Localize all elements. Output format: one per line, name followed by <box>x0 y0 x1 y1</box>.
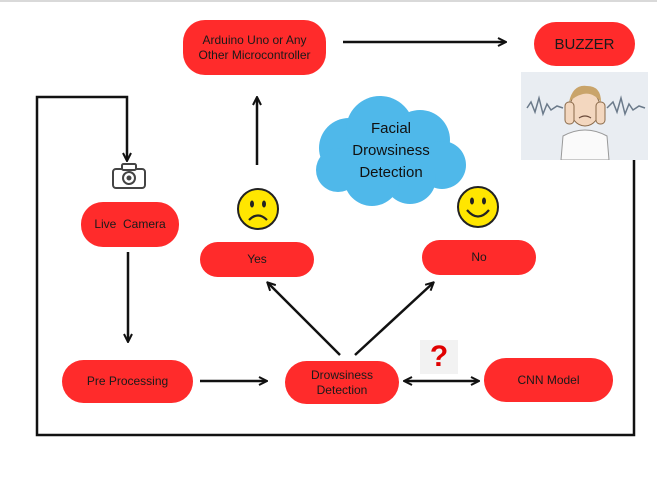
cloud-title-line-3: Detection <box>359 164 423 181</box>
cloud-title-line-1: Facial <box>370 120 411 137</box>
buzzer-image <box>521 72 648 160</box>
cloud-title-line-2: Drowsiness <box>352 142 430 159</box>
sad-face-icon <box>236 187 280 236</box>
node-no: No <box>422 240 536 275</box>
feedback-loop-line <box>35 95 636 437</box>
question-mark: ? <box>420 340 458 374</box>
node-buzzer: BUZZER <box>534 22 635 66</box>
node-arduino-line-2: Other Microcontroller <box>198 47 311 62</box>
node-cnn-model-label: CNN Model <box>517 372 580 387</box>
node-buzzer-label: BUZZER <box>554 35 615 53</box>
node-no-label: No <box>471 250 487 264</box>
arrow-detection-to-yes <box>268 283 341 356</box>
arrow-detection-to-no <box>354 283 433 356</box>
camera-icon <box>111 162 147 195</box>
node-yes: Yes <box>200 242 314 277</box>
happy-face-icon <box>456 185 500 234</box>
node-pre-processing: Pre Processing <box>62 360 193 403</box>
top-divider <box>0 0 657 2</box>
node-arduino: Arduino Uno or Any Other Microcontroller <box>183 20 326 75</box>
node-drowsiness-detection: Drowsiness Detection <box>285 361 399 404</box>
cloud-shape <box>316 96 466 206</box>
node-arduino-line-1: Arduino Uno or Any <box>202 32 307 47</box>
cloud-title: Facial Drowsiness Detection <box>318 118 464 184</box>
node-drowsiness-detection-line-1: Drowsiness <box>310 367 373 382</box>
node-pre-processing-label: Pre Processing <box>86 374 169 388</box>
node-live-camera-label: Live Camera <box>94 217 166 231</box>
node-cnn-model: CNN Model <box>484 358 613 402</box>
node-yes-label: Yes <box>247 252 267 266</box>
node-live-camera: Live Camera <box>81 202 179 247</box>
node-drowsiness-detection-line-2: Detection <box>316 382 368 397</box>
